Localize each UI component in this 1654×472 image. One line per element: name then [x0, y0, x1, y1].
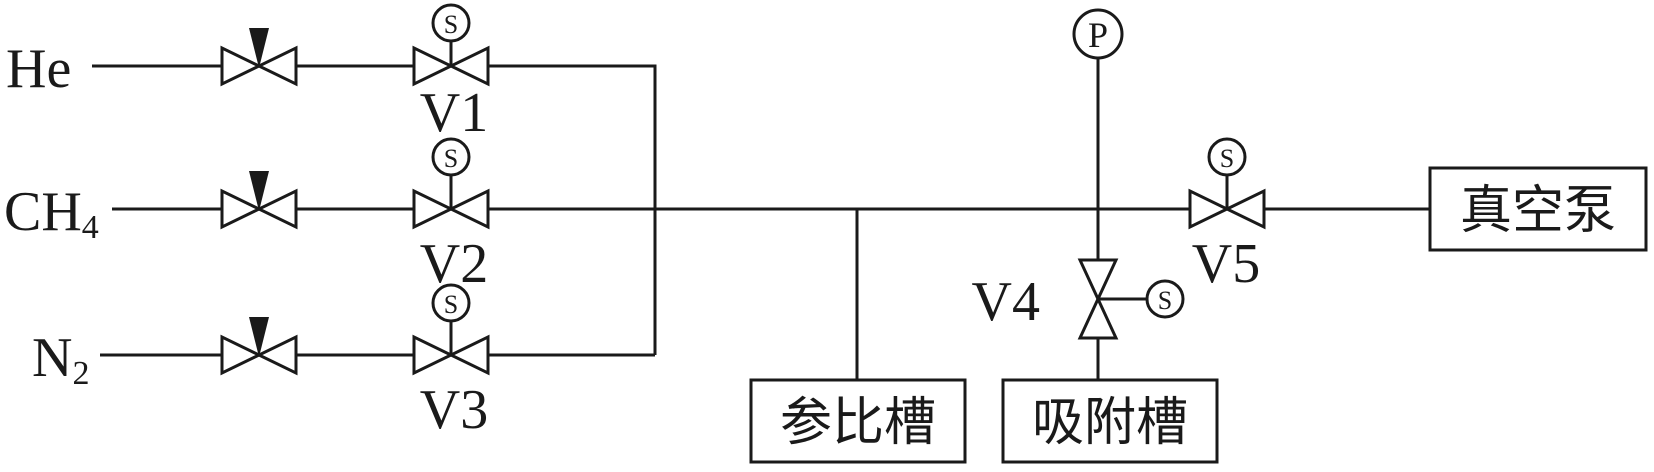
valve-label-v1: V1 [420, 82, 488, 144]
manual-valve-he [220, 28, 298, 87]
solenoid-label: S [444, 290, 458, 319]
manual-valve-n2 [220, 317, 298, 376]
adsorption-tank-label: 吸附槽 [1032, 393, 1188, 453]
adsorption-tank: 吸附槽 [1001, 378, 1219, 464]
vacuum-pump-label: 真空泵 [1460, 181, 1616, 241]
he-to-manifold-line [488, 64, 657, 355]
solenoid-valve-v4: S [1077, 258, 1185, 340]
solenoid-icon [431, 283, 471, 323]
solenoid-valve-v1: S [412, 3, 490, 87]
pipes [92, 58, 1430, 380]
manual-valve-handle-icon [249, 317, 269, 357]
vacuum-pump: 真空泵 [1428, 166, 1648, 252]
solenoid-icon [431, 3, 471, 43]
valve-label-v5: V5 [1192, 233, 1260, 295]
solenoid-valve-v3: S [412, 283, 490, 376]
solenoid-icon [1207, 137, 1247, 177]
valve-label-v4: V4 [972, 271, 1040, 333]
solenoid-icon [431, 137, 471, 177]
manual-valve-ch4 [220, 171, 298, 230]
reference-tank: 参比槽 [749, 378, 967, 464]
manual-valve-handle-icon [249, 171, 269, 211]
solenoid-label: S [444, 10, 458, 39]
solenoid-valve-v5: S [1188, 137, 1266, 230]
solenoid-label: S [1220, 144, 1234, 173]
solenoid-label: S [444, 144, 458, 173]
pressure-gauge-icon [1072, 8, 1124, 60]
gas-label-ch4: CH4 [4, 181, 99, 246]
gas-label-n2: N2 [32, 327, 89, 392]
valve-label-v2: V2 [420, 233, 488, 295]
reference-tank-label: 参比槽 [780, 393, 936, 453]
solenoid-label: S [1158, 286, 1172, 315]
solenoid-icon [1145, 279, 1185, 319]
pressure-label: P [1088, 15, 1108, 55]
gas-label-he: He [6, 38, 71, 100]
manual-valve-handle-icon [249, 28, 269, 68]
solenoid-valve-v2: S [412, 137, 490, 230]
valve-label-v3: V3 [420, 379, 488, 441]
pressure-gauge: P [1072, 8, 1124, 60]
